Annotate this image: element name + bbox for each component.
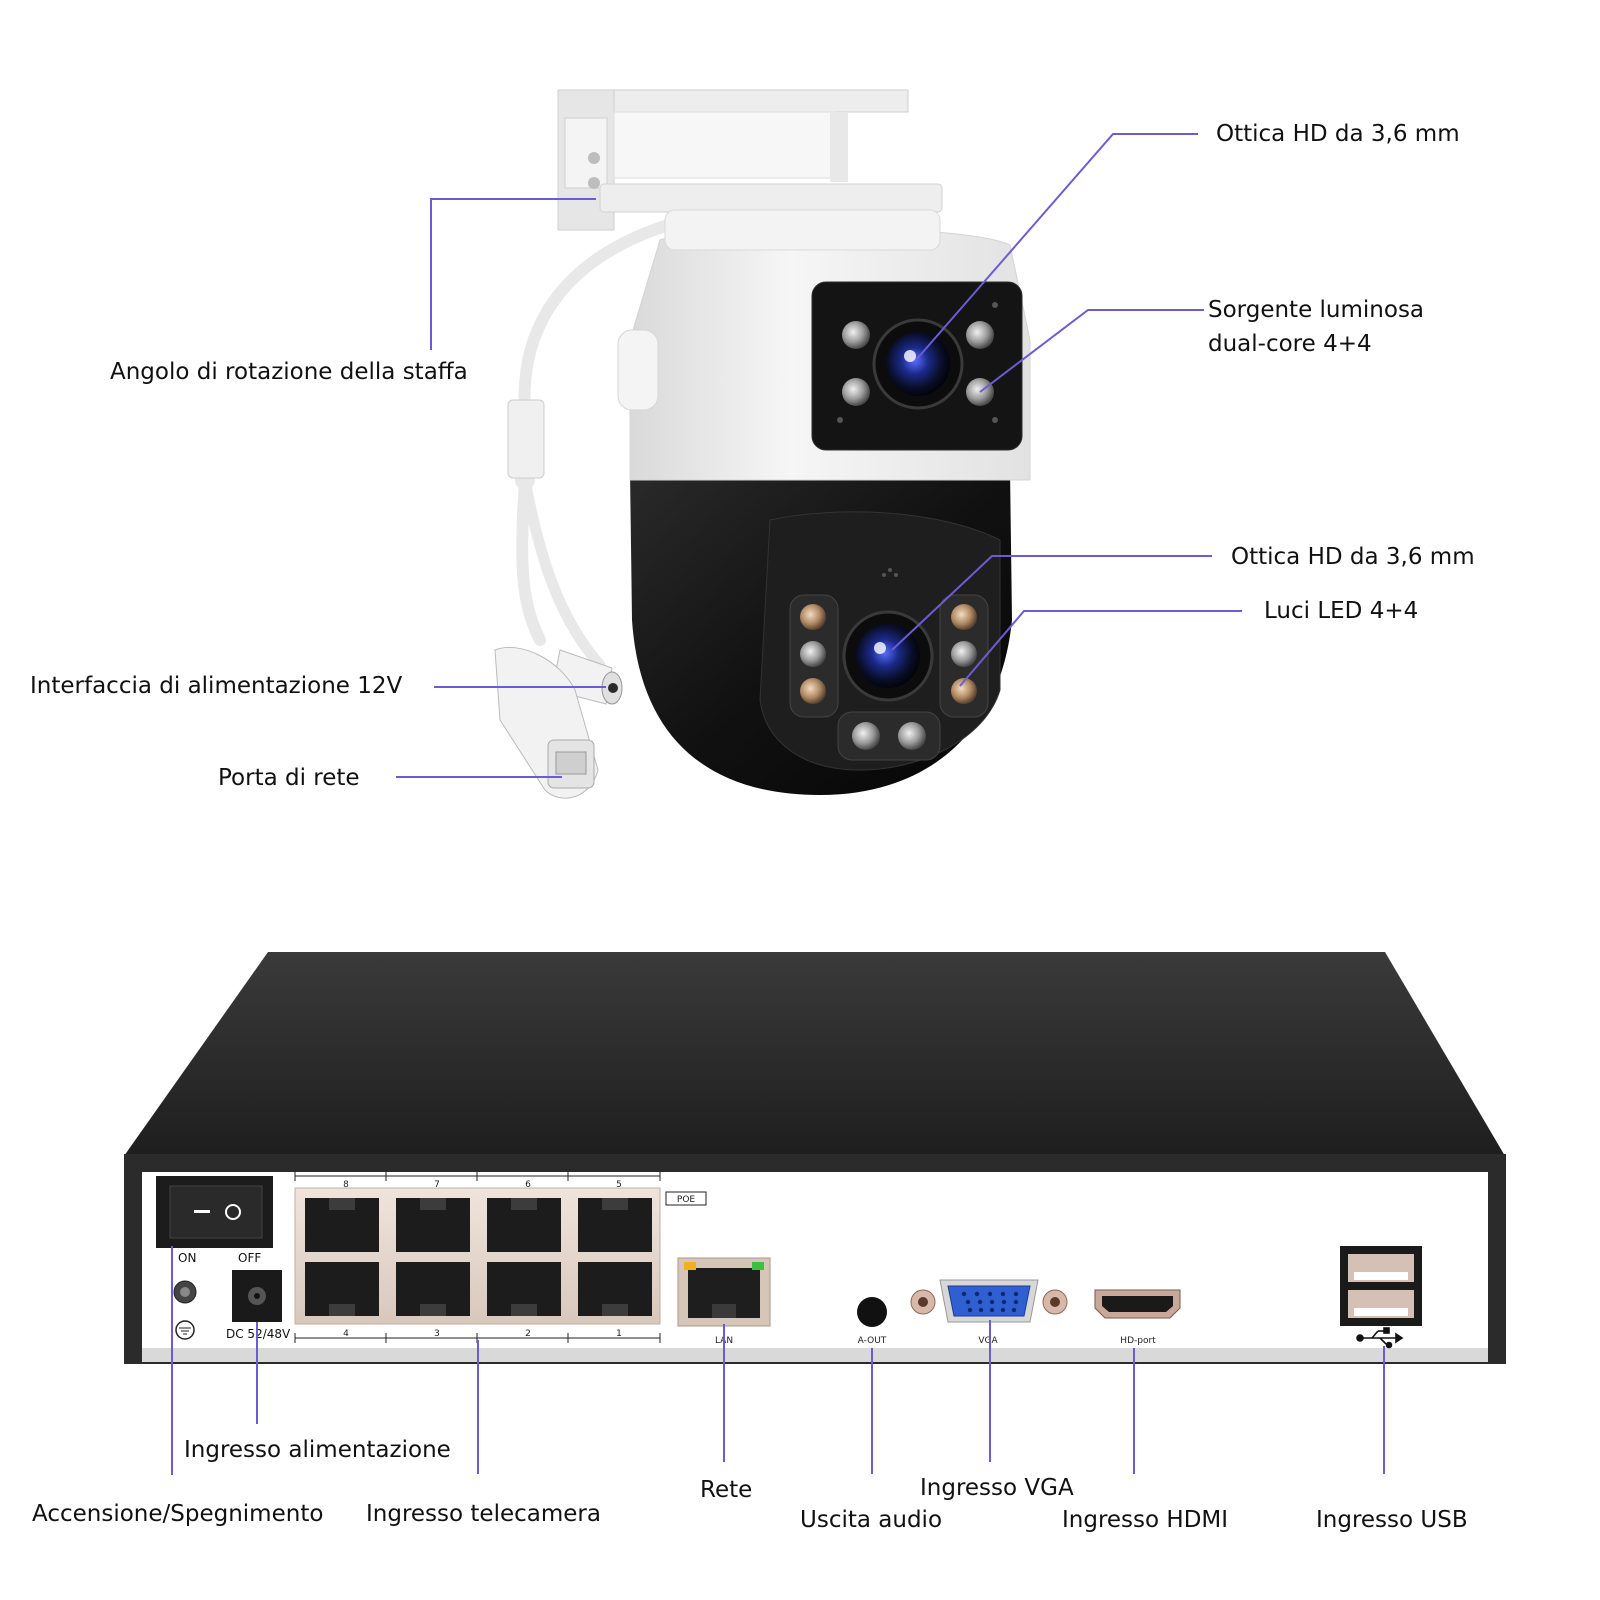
- wall-bracket: [557, 89, 943, 231]
- label-power-interface: Interfaccia di alimentazione 12V: [30, 673, 403, 699]
- camera-illustration: [494, 89, 1031, 799]
- bottom-led-ir-3: [852, 722, 880, 750]
- poe-port-5: [578, 1198, 652, 1252]
- bottom-led-ir-4: [898, 722, 926, 750]
- vga-pin: [977, 1299, 983, 1305]
- poe-port-2: [487, 1262, 561, 1316]
- camera-top-body: [617, 209, 1031, 481]
- vga-pin: [978, 1307, 984, 1313]
- bottom-led-ir-1: [800, 641, 826, 667]
- vga-pin: [1013, 1299, 1019, 1305]
- label-usb-input: Ingresso USB: [1316, 1507, 1468, 1533]
- bottom-led-warm-3: [951, 604, 977, 630]
- vga-pin: [974, 1291, 980, 1297]
- label-camera-input: Ingresso telecamera: [366, 1501, 601, 1527]
- poe-label: POE: [677, 1195, 696, 1205]
- vga-pin: [961, 1291, 967, 1297]
- callout-top-lens: [915, 133, 1198, 361]
- port-number-5: 5: [616, 1180, 622, 1190]
- callout-bottom-lens: [891, 555, 1212, 651]
- label-power-input: Ingresso alimentazione: [184, 1437, 451, 1463]
- vga-pin: [967, 1307, 973, 1313]
- label-bracket-rotation: Angolo di rotazione della staffa: [110, 359, 468, 385]
- top-led-3: [842, 378, 870, 406]
- vga-pin: [1013, 1291, 1019, 1297]
- power-switch: ON OFF: [156, 1176, 273, 1265]
- top-lens: [872, 318, 964, 410]
- vga-pin: [1001, 1299, 1007, 1305]
- label-network: Rete: [700, 1477, 753, 1503]
- label-power-switch: Accensione/Spegnimento: [32, 1501, 324, 1527]
- port-number-4: 4: [343, 1329, 349, 1339]
- lan-port: LAN: [677, 1257, 771, 1346]
- vga-pin: [989, 1299, 995, 1305]
- port-number-8: 8: [343, 1180, 349, 1190]
- poe-port-3: [396, 1262, 470, 1316]
- label-top-light-line2: dual-core 4+4: [1208, 331, 1372, 357]
- cable-connectors: [494, 399, 623, 799]
- vga-port: VGA: [910, 1279, 1068, 1346]
- label-network-port: Porta di rete: [218, 765, 360, 791]
- aout-label: A-OUT: [858, 1336, 887, 1346]
- vga-label: VGA: [978, 1336, 998, 1346]
- audio-out-jack: A-OUT: [857, 1297, 887, 1346]
- vga-pin: [1000, 1307, 1006, 1313]
- hdmi-port: HD-port: [1094, 1289, 1181, 1346]
- label-top-light-line1: Sorgente luminosa: [1208, 297, 1425, 323]
- label-audio-out: Uscita audio: [800, 1507, 943, 1533]
- label-bottom-lens: Ottica HD da 3,6 mm: [1231, 544, 1475, 570]
- nvr-illustration: ON OFF DC 52/48V 8 7 6: [124, 952, 1506, 1364]
- callout-lines: [171, 133, 1385, 1475]
- dc-voltage-label: DC 52/48V: [226, 1327, 291, 1341]
- port-number-3: 3: [434, 1329, 440, 1339]
- port-number-2: 2: [525, 1329, 531, 1339]
- usb-ports: [1340, 1246, 1422, 1349]
- label-bottom-leds: Luci LED 4+4: [1264, 598, 1419, 624]
- callout-bottom-leds: [959, 610, 1242, 687]
- poe-port-6: [487, 1198, 561, 1252]
- port-number-7: 7: [434, 1180, 440, 1190]
- port-number-1: 1: [616, 1329, 622, 1339]
- poe-port-1: [578, 1262, 652, 1316]
- poe-port-8: [305, 1198, 379, 1252]
- top-led-2: [966, 321, 994, 349]
- bottom-led-ir-2: [951, 641, 977, 667]
- bottom-led-warm-4: [951, 678, 977, 704]
- vga-pin: [1000, 1291, 1006, 1297]
- switch-off-label: OFF: [238, 1251, 261, 1265]
- poe-port-block: 8 7 6 5 4 3 2 1 POE: [294, 1171, 707, 1343]
- callout-bracket-rotation: [430, 198, 596, 350]
- callout-top-light: [979, 309, 1204, 393]
- top-led-1: [842, 321, 870, 349]
- label-top-lens: Ottica HD da 3,6 mm: [1216, 121, 1460, 147]
- vga-pin: [1011, 1307, 1017, 1313]
- bottom-led-warm-1: [800, 604, 826, 630]
- nvr-top-surface: [124, 952, 1505, 1156]
- vga-pin: [989, 1307, 995, 1313]
- camera-dome: [630, 470, 1012, 795]
- usb-icon: [1356, 1327, 1404, 1349]
- vga-pin: [987, 1291, 993, 1297]
- ground-terminal: [173, 1280, 197, 1340]
- poe-port-4: [305, 1262, 379, 1316]
- hd-port-label: HD-port: [1120, 1336, 1156, 1346]
- vga-pin: [965, 1299, 971, 1305]
- poe-port-7: [396, 1198, 470, 1252]
- bottom-led-warm-2: [800, 678, 826, 704]
- switch-on-label: ON: [178, 1251, 196, 1265]
- port-number-6: 6: [525, 1180, 531, 1190]
- dc-input-jack: DC 52/48V: [226, 1270, 291, 1341]
- label-hdmi-input: Ingresso HDMI: [1062, 1507, 1229, 1533]
- label-vga-input: Ingresso VGA: [920, 1475, 1074, 1501]
